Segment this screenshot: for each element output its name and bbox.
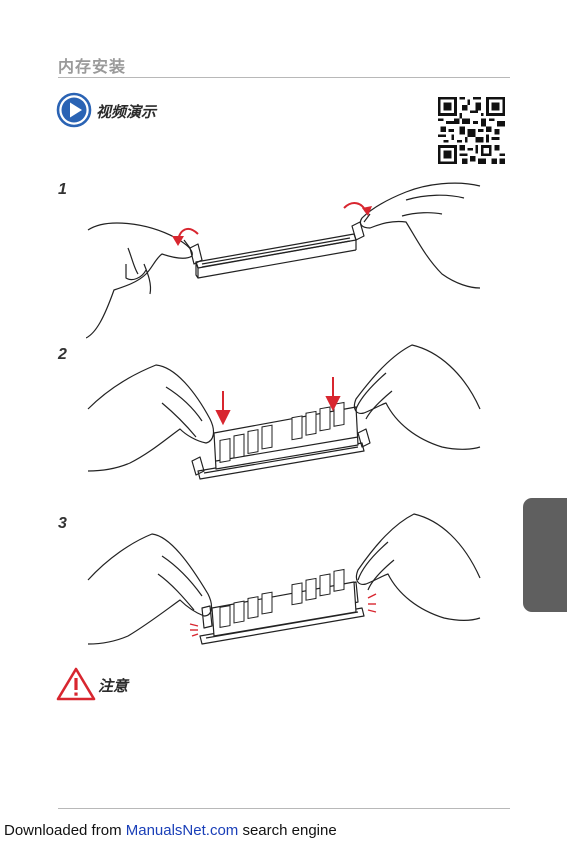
manualsnet-link[interactable]: ManualsNet.com bbox=[126, 822, 239, 839]
step-1-illustration bbox=[86, 178, 482, 340]
warning-icon bbox=[56, 667, 96, 701]
title-divider bbox=[58, 77, 510, 78]
play-icon[interactable] bbox=[56, 92, 92, 128]
step-3-number: 3 bbox=[58, 515, 67, 533]
footer-prefix: Downloaded from bbox=[4, 822, 126, 839]
step-1-number: 1 bbox=[58, 181, 67, 199]
step-3-illustration bbox=[86, 512, 482, 652]
note-label: 注意 bbox=[98, 675, 128, 696]
footer-suffix: search engine bbox=[238, 822, 336, 839]
page-title: 内存安装 bbox=[58, 53, 126, 77]
footer-divider bbox=[58, 808, 510, 809]
video-demo-label: 视频演示 bbox=[96, 101, 156, 122]
step-2-illustration bbox=[86, 343, 482, 488]
qr-code bbox=[438, 97, 505, 164]
step-2-number: 2 bbox=[58, 346, 67, 364]
side-language-tab bbox=[523, 498, 567, 612]
download-footer: Downloaded from ManualsNet.com search en… bbox=[4, 822, 337, 839]
